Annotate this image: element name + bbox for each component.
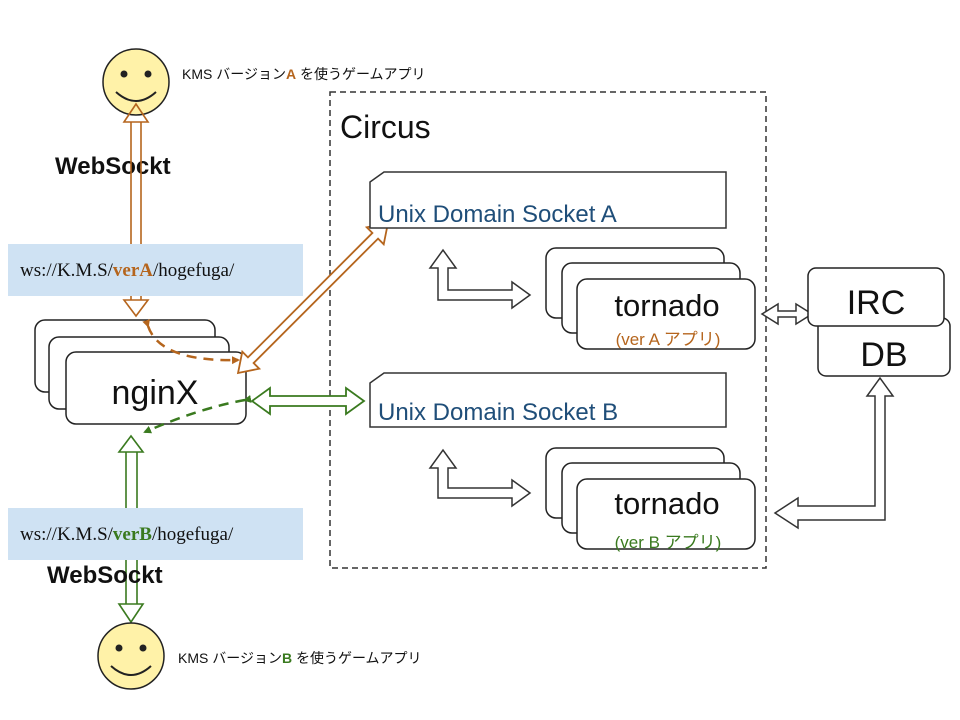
nginx-socket-a-arrow (236, 221, 390, 375)
circus-label: Circus (340, 109, 431, 145)
tornado-a-label: tornado (614, 288, 719, 323)
socket-a-box (369, 171, 727, 229)
url-a-text: ws://K.M.S/verA/hogefuga/ (20, 260, 235, 281)
tornado-a-sublabel: (ver A アプリ) (616, 330, 721, 349)
route-a-dashed-arrow (142, 319, 240, 365)
socket-b-box (369, 372, 727, 428)
client-b-websocket-arrow (117, 434, 145, 624)
socket-b-label: Unix Domain Socket B (378, 399, 618, 426)
tornado-a-stack (545, 247, 756, 350)
circus-container (329, 91, 767, 569)
url-a-box (8, 244, 303, 296)
client-a-protocol-label: WebSockt (55, 153, 171, 180)
client-a-caption: KMS バージョンA を使うゲームアプリ (182, 66, 426, 82)
tornado-b-db-arrow (773, 376, 895, 530)
socket-b-tornado-arrow (428, 448, 532, 508)
irc-label: IRC (847, 284, 906, 322)
url-b-text: ws://K.M.S/verB/hogefuga/ (20, 524, 234, 545)
socket-a-label: Unix Domain Socket A (378, 201, 617, 228)
tornado-b-label: tornado (614, 486, 719, 521)
client-a-websocket-arrow (122, 102, 150, 318)
irc-box (807, 267, 945, 327)
tornado-b-stack (545, 447, 756, 550)
nginx-socket-b-arrow (250, 386, 366, 416)
url-b-box (8, 508, 303, 560)
tornado-a-irc-arrow (760, 302, 814, 326)
socket-a-tornado-arrow (428, 248, 532, 310)
db-label: DB (860, 336, 907, 374)
tornado-b-sublabel: (ver B アプリ) (615, 533, 722, 552)
nginx-label: nginX (112, 374, 199, 412)
client-b-protocol-label: WebSockt (47, 562, 163, 589)
client-a-face-icon (102, 48, 170, 116)
client-b-face-icon (97, 622, 165, 690)
client-b-caption: KMS バージョンB を使うゲームアプリ (178, 650, 422, 666)
route-b-dashed-arrow (143, 395, 252, 434)
